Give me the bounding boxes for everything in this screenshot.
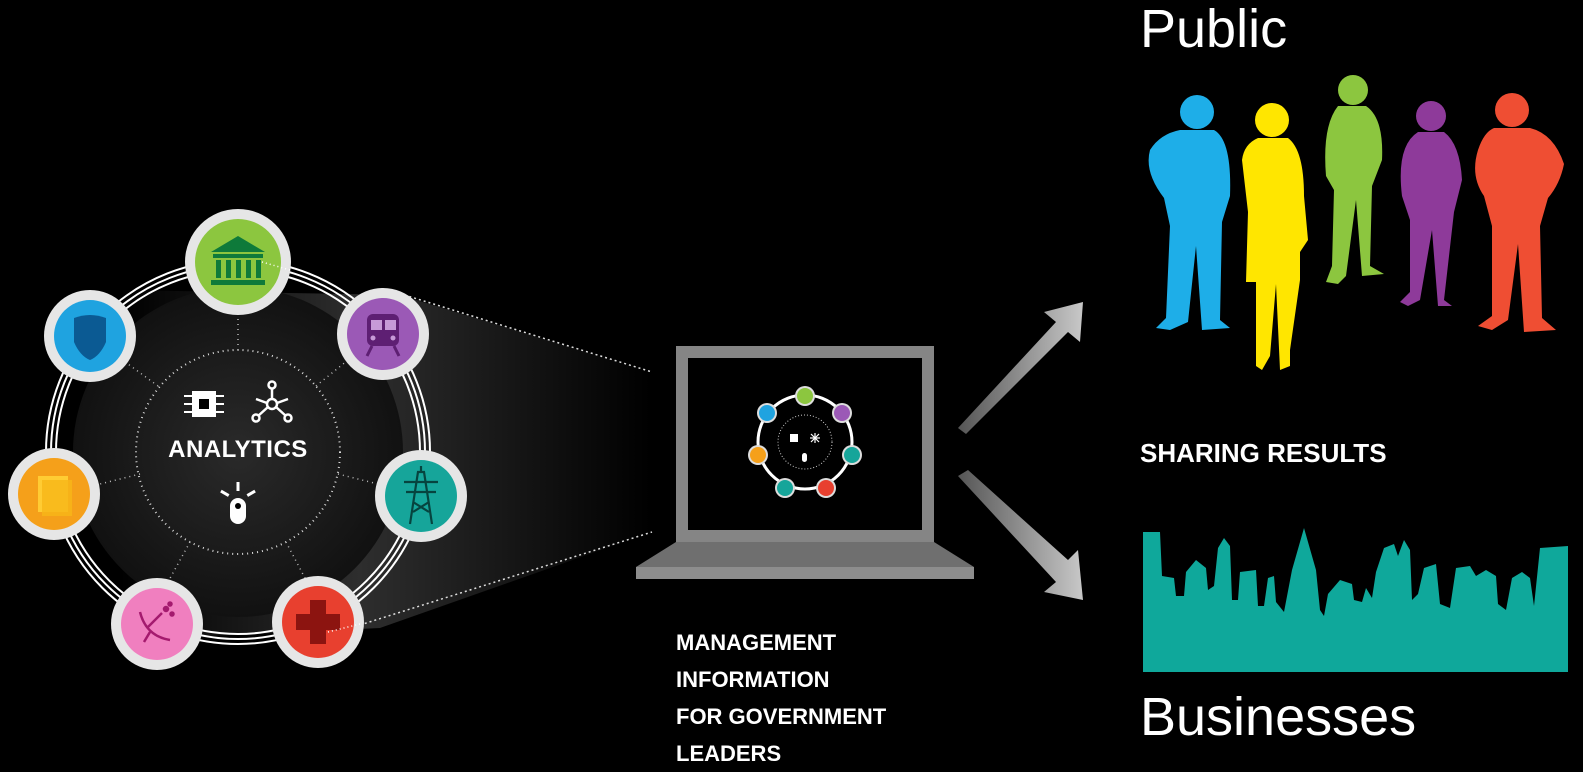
mini-analytics-hub xyxy=(748,386,862,498)
caption-line: MANAGEMENT xyxy=(676,630,837,655)
train-icon xyxy=(365,314,401,357)
person-silhouette xyxy=(1475,93,1564,332)
analytics-hub xyxy=(8,209,467,670)
node-government[interactable] xyxy=(185,209,291,315)
sensor-icon xyxy=(220,482,256,524)
caption-line: LEADERS xyxy=(676,741,782,766)
police-shield-icon xyxy=(74,315,106,360)
network-icon xyxy=(251,380,293,423)
node-public-safety[interactable] xyxy=(44,290,136,382)
chip-icon xyxy=(184,391,224,417)
person-silhouette xyxy=(1148,95,1231,330)
caption-line: FOR GOVERNMENT xyxy=(676,704,887,729)
medical-cross-icon xyxy=(296,600,340,644)
person-silhouette xyxy=(1242,103,1308,370)
arrow-to-businesses xyxy=(958,470,1083,600)
arrow-to-public xyxy=(958,302,1083,434)
businesses-title: Businesses xyxy=(1140,687,1417,747)
public-people xyxy=(1148,75,1564,370)
node-transit[interactable] xyxy=(337,288,429,380)
person-silhouette xyxy=(1325,75,1384,284)
node-health[interactable] xyxy=(272,576,364,668)
node-education[interactable] xyxy=(8,448,100,540)
power-tower-icon xyxy=(404,466,438,525)
analytics-label: ANALYTICS xyxy=(168,436,308,463)
person-silhouette xyxy=(1400,101,1462,306)
government-building-icon xyxy=(211,236,265,285)
document-icon xyxy=(38,476,72,516)
business-skyline xyxy=(1143,528,1568,672)
public-title: Public xyxy=(1140,0,1288,59)
management-info-caption: MANAGEMENT INFORMATION FOR GOVERNMENT LE… xyxy=(676,624,886,772)
sharing-results-label: SHARING RESULTS xyxy=(1140,438,1387,468)
laptop xyxy=(636,346,974,579)
node-communications[interactable] xyxy=(111,578,203,670)
satellite-dish-icon xyxy=(138,601,175,643)
caption-line: INFORMATION xyxy=(676,667,830,692)
node-energy[interactable] xyxy=(375,450,467,542)
